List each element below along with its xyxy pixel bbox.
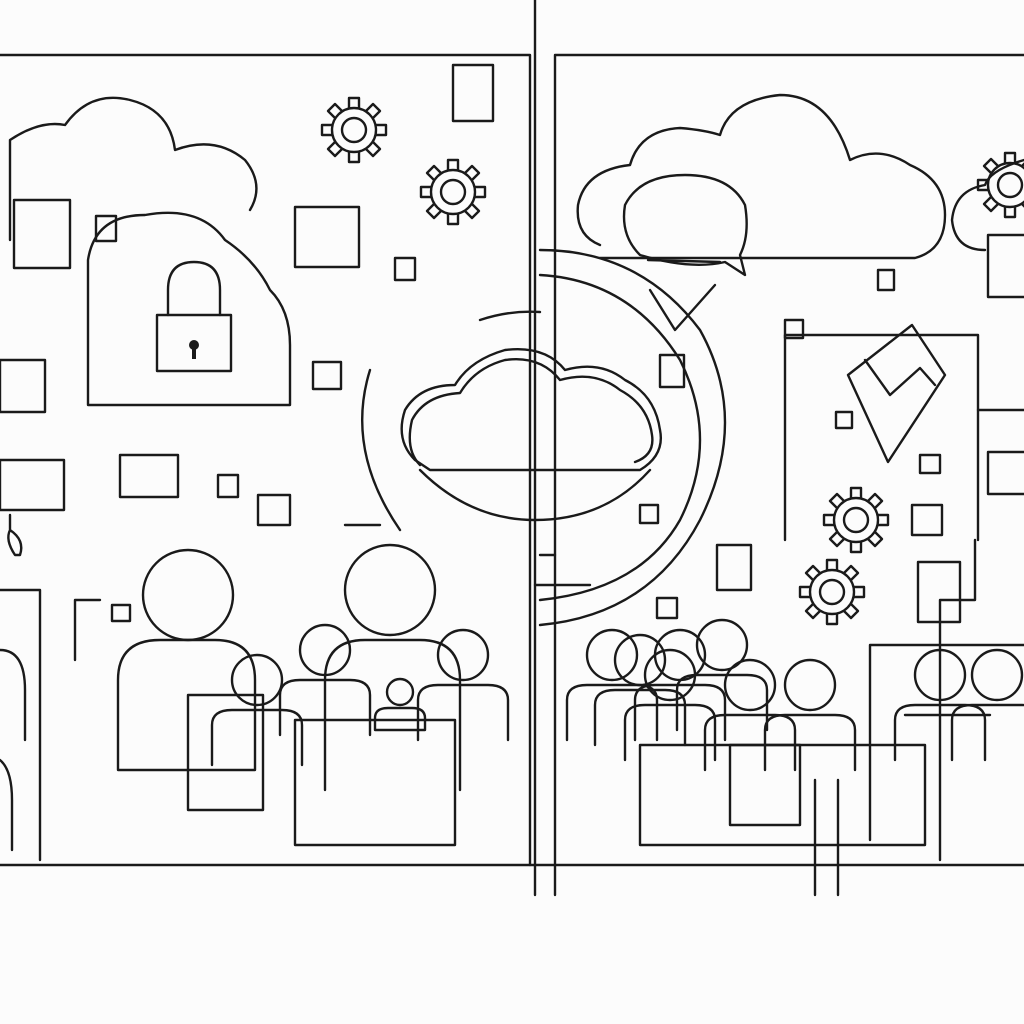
person-icon (565, 628, 659, 742)
cloud-icon (343, 248, 727, 627)
person-icon (593, 633, 687, 747)
gear-icon (320, 96, 388, 164)
decorative-squares (0, 63, 1024, 624)
person-icon (416, 628, 510, 742)
gear-icon (798, 558, 866, 626)
speech-bubble-icon (622, 158, 1024, 332)
people-group-left (0, 513, 510, 852)
padlock-icon (155, 260, 233, 373)
frame-lines (0, 0, 1024, 897)
person-icon (675, 618, 769, 732)
gear-icon (419, 158, 487, 226)
cloud-icon (576, 93, 947, 260)
people-group-right (565, 618, 1024, 897)
person-icon (763, 658, 857, 772)
person-icon (210, 653, 304, 767)
person-icon (633, 628, 727, 742)
gear-icon (822, 486, 890, 554)
cloud-icon (8, 96, 292, 407)
diamond-icon (846, 323, 947, 464)
